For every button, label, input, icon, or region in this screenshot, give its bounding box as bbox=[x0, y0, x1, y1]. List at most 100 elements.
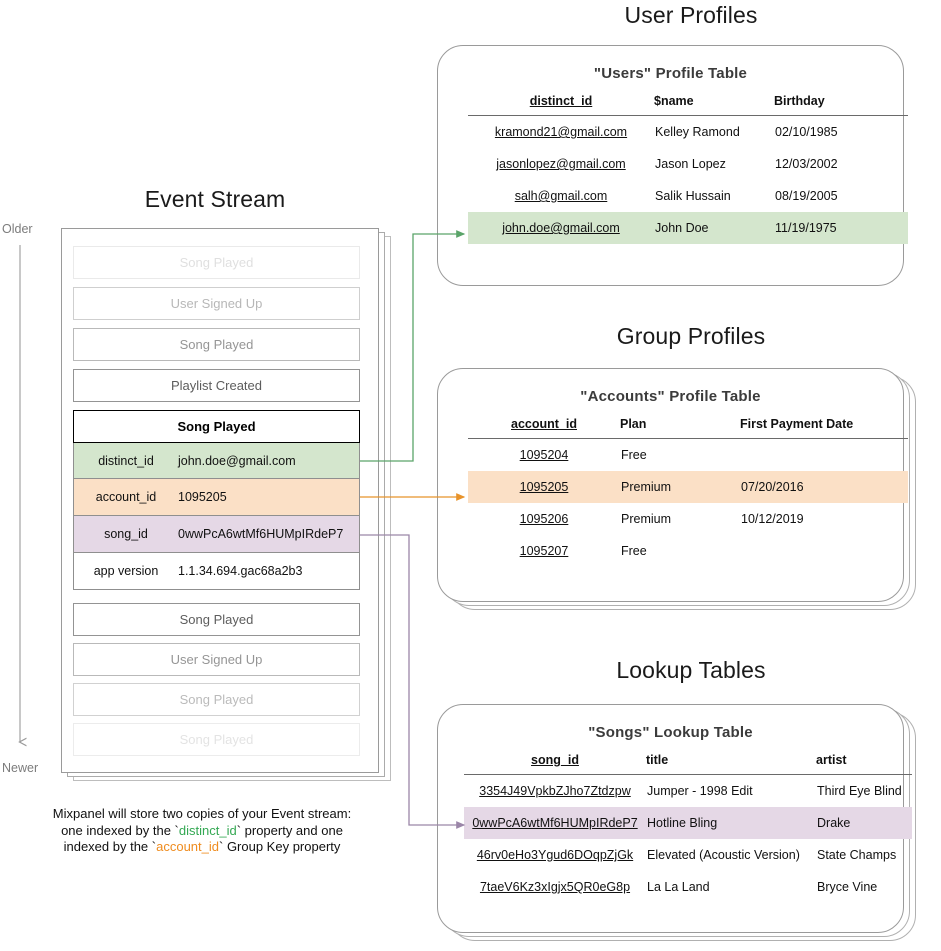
caption-account-id-token: account_id bbox=[156, 839, 219, 854]
cell-song-id: 3354J49VpkbZJho7Ztdzpw bbox=[479, 784, 631, 798]
group-profiles-title: Group Profiles bbox=[616, 323, 766, 349]
column-header-artist: artist bbox=[816, 753, 847, 767]
cell-distinct-id: salh@gmail.com bbox=[514, 189, 608, 203]
songs-lookup-table-wrap: "Songs" Lookup Table song_id title artis… bbox=[437, 704, 912, 933]
caption-line-3-prefix: indexed by the ` bbox=[63, 839, 157, 854]
column-header-first-payment-date: First Payment Date bbox=[740, 417, 854, 431]
table-row-highlighted[interactable]: 0wwPcA6wtMf6HUMpIRdeP7 Hotline Bling Dra… bbox=[464, 807, 912, 839]
accounts-profile-table: account_id Plan First Payment Date 10952… bbox=[468, 417, 908, 567]
event-property-row: song_id 0wwPcA6wtMf6HUMpIRdeP7 bbox=[73, 516, 360, 553]
event-item[interactable]: Song Played bbox=[73, 683, 360, 716]
table-row-highlighted[interactable]: 1095205 Premium 07/20/2016 bbox=[468, 471, 908, 503]
caption-line-2-prefix: one indexed by the ` bbox=[61, 822, 179, 838]
table-row[interactable]: 1095204 Free bbox=[468, 439, 908, 472]
caption-line-3-suffix: ` Group Key property bbox=[219, 839, 341, 854]
timeline-label-newer: Newer bbox=[2, 761, 39, 775]
event-property-key: distinct_id bbox=[98, 453, 154, 468]
timeline-label-older: Older bbox=[2, 222, 33, 236]
cell-first-payment-date bbox=[740, 535, 908, 567]
cell-artist: State Champs bbox=[817, 848, 897, 862]
cell-plan: Premium bbox=[620, 471, 740, 503]
event-property-row: distinct_id john.doe@gmail.com bbox=[73, 443, 360, 479]
event-property-key: app version bbox=[93, 564, 159, 578]
cell-first-payment-date: 07/20/2016 bbox=[740, 471, 908, 503]
event-property-key: account_id bbox=[95, 490, 157, 504]
table-row[interactable]: 3354J49VpkbZJho7Ztdzpw Jumper - 1998 Edi… bbox=[464, 775, 912, 808]
event-property-row: account_id 1095205 bbox=[73, 479, 360, 516]
table-header-row: song_id title artist bbox=[464, 753, 912, 775]
lookup-tables-title: Lookup Tables bbox=[616, 657, 766, 683]
cell-account-id: 1095205 bbox=[519, 480, 569, 494]
cell-birthday: 08/19/2005 bbox=[775, 189, 838, 203]
cell-name: John Doe bbox=[654, 212, 774, 244]
cell-name: Kelley Ramond bbox=[655, 125, 740, 139]
event-stream-title: Event Stream bbox=[144, 186, 286, 212]
cell-song-id: 7taeV6Kz3xIgjx5QR0eG8p bbox=[479, 880, 631, 894]
cell-song-id: 0wwPcA6wtMf6HUMpIRdeP7 bbox=[472, 816, 638, 830]
cell-distinct-id: john.doe@gmail.com bbox=[502, 221, 620, 235]
cell-plan: Free bbox=[621, 448, 647, 462]
cell-first-payment-date bbox=[740, 439, 908, 472]
table-row[interactable]: salh@gmail.com Salik Hussain 08/19/2005 bbox=[468, 180, 908, 212]
caption-line-1: Mixpanel will store two copies of your E… bbox=[52, 806, 352, 821]
users-profile-table-wrap: "Users" Profile Table distinct_id $name … bbox=[437, 45, 908, 286]
cell-distinct-id: jasonlopez@gmail.com bbox=[496, 157, 626, 171]
songs-lookup-table: song_id title artist 3354J49VpkbZJho7Ztd… bbox=[464, 753, 912, 903]
column-header-name: $name bbox=[654, 94, 694, 108]
cell-title: Jumper - 1998 Edit bbox=[647, 784, 753, 798]
selected-event-header[interactable]: Song Played bbox=[73, 410, 360, 443]
cell-title: Elevated (Acoustic Version) bbox=[647, 848, 800, 862]
cell-birthday: 11/19/1975 bbox=[774, 212, 908, 244]
caption-distinct-id-token: distinct_id bbox=[178, 822, 237, 838]
accounts-table-title: "Accounts" Profile Table bbox=[580, 388, 761, 405]
event-property-value: 1.1.34.694.gac68a2b3 bbox=[178, 564, 303, 578]
column-header-account-id: account_id bbox=[511, 417, 577, 431]
cell-artist: Bryce Vine bbox=[817, 880, 878, 894]
event-item[interactable]: Song Played bbox=[73, 246, 360, 279]
column-header-birthday: Birthday bbox=[774, 94, 825, 108]
table-row[interactable]: 46rv0eHo3Ygud6DOqpZjGk Elevated (Acousti… bbox=[464, 839, 912, 871]
event-item[interactable]: Song Played bbox=[73, 723, 360, 756]
event-property-value: john.doe@gmail.com bbox=[178, 453, 296, 468]
users-table-title: "Users" Profile Table bbox=[593, 65, 748, 82]
event-item[interactable]: User Signed Up bbox=[73, 287, 360, 320]
event-item[interactable]: Song Played bbox=[73, 603, 360, 636]
cell-account-id: 1095206 bbox=[519, 512, 569, 526]
users-profile-table: distinct_id $name Birthday kramond21@gma… bbox=[468, 94, 908, 244]
column-header-title: title bbox=[646, 753, 669, 767]
caption-line-2-suffix: ` property and one bbox=[236, 822, 343, 838]
table-row[interactable]: 7taeV6Kz3xIgjx5QR0eG8p La La Land Bryce … bbox=[464, 871, 912, 903]
table-header-row: account_id Plan First Payment Date bbox=[468, 417, 908, 439]
table-row[interactable]: kramond21@gmail.com Kelley Ramond 02/10/… bbox=[468, 116, 908, 149]
column-header-song-id: song_id bbox=[531, 753, 579, 767]
cell-birthday: 12/03/2002 bbox=[775, 157, 838, 171]
user-profiles-card bbox=[437, 45, 904, 286]
cell-birthday: 02/10/1985 bbox=[775, 125, 838, 139]
event-property-value: 1095205 bbox=[178, 490, 227, 504]
table-row[interactable]: 1095207 Free bbox=[468, 535, 908, 567]
cell-first-payment-date: 10/12/2019 bbox=[741, 512, 804, 526]
event-stream-caption: Mixpanel will store two copies of your E… bbox=[22, 806, 382, 856]
column-header-plan: Plan bbox=[620, 417, 647, 431]
event-item[interactable]: Song Played bbox=[73, 328, 360, 361]
cell-account-id: 1095207 bbox=[519, 544, 569, 558]
table-row-highlighted[interactable]: john.doe@gmail.com John Doe 11/19/1975 bbox=[468, 212, 908, 244]
event-item[interactable]: User Signed Up bbox=[73, 643, 360, 676]
table-row[interactable]: jasonlopez@gmail.com Jason Lopez 12/03/2… bbox=[468, 148, 908, 180]
cell-plan: Premium bbox=[621, 512, 672, 526]
event-property-row: app version 1.1.34.694.gac68a2b3 bbox=[73, 553, 360, 590]
event-item[interactable]: Playlist Created bbox=[73, 369, 360, 402]
cell-title: La La Land bbox=[647, 880, 710, 894]
cell-artist: Drake bbox=[816, 807, 912, 839]
event-property-key: song_id bbox=[104, 527, 148, 541]
cell-name: Jason Lopez bbox=[655, 157, 726, 171]
cell-plan: Free bbox=[621, 544, 647, 558]
cell-title: Hotline Bling bbox=[646, 807, 816, 839]
table-row[interactable]: 1095206 Premium 10/12/2019 bbox=[468, 503, 908, 535]
table-header-row: distinct_id $name Birthday bbox=[468, 94, 908, 116]
songs-table-title: "Songs" Lookup Table bbox=[588, 724, 753, 741]
cell-name: Salik Hussain bbox=[655, 189, 731, 203]
user-profiles-title: User Profiles bbox=[624, 2, 758, 28]
cell-song-id: 46rv0eHo3Ygud6DOqpZjGk bbox=[476, 848, 634, 862]
column-header-distinct-id: distinct_id bbox=[529, 94, 593, 108]
